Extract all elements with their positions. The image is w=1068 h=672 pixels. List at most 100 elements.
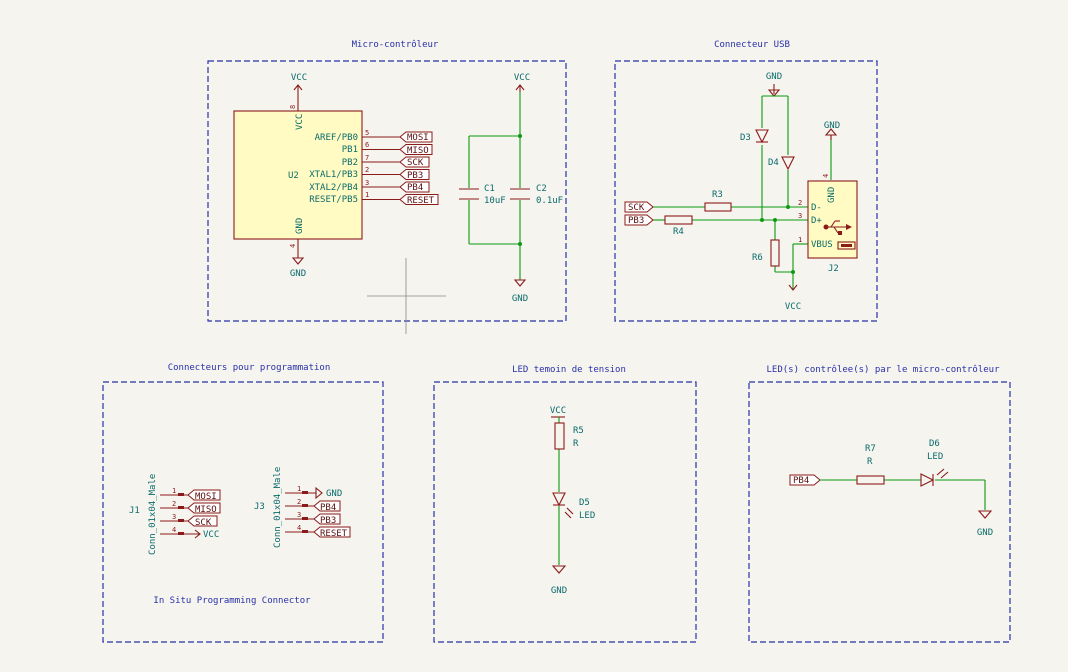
diode-d4[interactable]: D4 bbox=[768, 156, 795, 171]
svg-text:5: 5 bbox=[365, 129, 369, 137]
svg-text:GND: GND bbox=[766, 72, 782, 82]
frame-controlled-leds: LED(s) contrôlee(s) par le micro-contrôl… bbox=[748, 364, 1011, 643]
label-j3-gnd: GND bbox=[326, 489, 342, 499]
label-j3-reset: RESET bbox=[320, 529, 348, 539]
svg-text:GND: GND bbox=[824, 121, 840, 131]
svg-text:XTAL1/PB3: XTAL1/PB3 bbox=[309, 170, 358, 180]
label-led-pb4: PB4 bbox=[793, 476, 809, 486]
vcc-symbol-led: VCC bbox=[550, 406, 566, 418]
svg-text:D+: D+ bbox=[811, 216, 822, 226]
label-miso: MISO bbox=[407, 146, 429, 156]
svg-text:VBUS: VBUS bbox=[811, 240, 833, 250]
svg-text:1: 1 bbox=[798, 236, 802, 244]
svg-text:4: 4 bbox=[172, 526, 176, 534]
label-j3-pb3: PB3 bbox=[320, 516, 336, 526]
svg-text:VCC: VCC bbox=[550, 406, 566, 416]
svg-text:4: 4 bbox=[297, 524, 301, 532]
svg-text:D-: D- bbox=[811, 203, 822, 213]
frame-usb-connector: Connecteur USB bbox=[614, 40, 878, 322]
usb-net-labels: SCK PB3 bbox=[624, 201, 654, 226]
svg-text:R7: R7 bbox=[865, 444, 876, 454]
resistor-r5[interactable]: R5 R bbox=[554, 422, 584, 450]
capacitor-c2[interactable]: C2 0.1uF bbox=[510, 184, 563, 206]
connector-j3[interactable]: J3 Conn_01x04_Male 1 2 3 4 GND PB4 PB3 R… bbox=[254, 467, 351, 548]
svg-text:VCC: VCC bbox=[291, 73, 307, 83]
frame-title-usb: Connecteur USB bbox=[714, 40, 790, 50]
svg-text:GND: GND bbox=[827, 187, 837, 203]
svg-text:R6: R6 bbox=[752, 253, 763, 263]
svg-text:GND: GND bbox=[977, 528, 993, 538]
svg-text:LED: LED bbox=[579, 511, 595, 521]
svg-text:6: 6 bbox=[365, 141, 369, 149]
svg-text:GND: GND bbox=[290, 269, 306, 279]
connector-j1[interactable]: J1 Conn_01x04_Male 1 2 3 4 MOSI MISO SCK… bbox=[129, 474, 221, 555]
frame-programming-connectors: Connecteurs pour programmation bbox=[102, 363, 384, 643]
resistor-r7[interactable]: R7 R bbox=[856, 444, 885, 485]
svg-text:PB1: PB1 bbox=[342, 145, 358, 155]
svg-text:R: R bbox=[867, 457, 873, 467]
label-pb3: PB3 bbox=[407, 171, 423, 181]
frame-power-led: LED temoin de tension bbox=[433, 365, 697, 643]
svg-text:3: 3 bbox=[172, 513, 176, 521]
diode-d3[interactable]: D3 bbox=[740, 129, 769, 144]
svg-text:J1: J1 bbox=[129, 506, 140, 516]
label-j1-vcc: VCC bbox=[203, 530, 219, 540]
vcc-symbol-usb: VCC bbox=[785, 284, 801, 312]
controlled-led-circuit: PB4 bbox=[789, 474, 986, 510]
svg-text:R4: R4 bbox=[673, 227, 684, 237]
svg-text:AREF/PB0: AREF/PB0 bbox=[315, 133, 358, 143]
svg-text:RESET/PB5: RESET/PB5 bbox=[309, 195, 358, 205]
svg-text:1: 1 bbox=[365, 191, 369, 199]
vcc-symbol-u2: VCC bbox=[291, 73, 307, 111]
svg-text:R3: R3 bbox=[712, 190, 723, 200]
frame-title-power-led: LED temoin de tension bbox=[512, 365, 626, 375]
svg-text:2: 2 bbox=[172, 500, 176, 508]
resistor-r4[interactable]: R4 bbox=[664, 215, 693, 237]
svg-text:VCC: VCC bbox=[514, 73, 530, 83]
svg-text:D4: D4 bbox=[768, 158, 779, 168]
usb-connector-j2[interactable]: 4 GND 2 D- 3 D+ 1 VBUS J2 bbox=[798, 174, 858, 274]
svg-text:1: 1 bbox=[297, 485, 301, 493]
svg-text:8: 8 bbox=[289, 105, 297, 109]
gnd-symbol-u2: GND bbox=[290, 239, 306, 279]
capacitor-c1[interactable]: C1 10uF bbox=[459, 184, 506, 206]
svg-text:D6: D6 bbox=[929, 439, 940, 449]
svg-text:C2: C2 bbox=[536, 184, 547, 194]
isp-note: In Situ Programming Connector bbox=[153, 596, 311, 606]
svg-text:0.1uF: 0.1uF bbox=[536, 196, 563, 206]
decoupling-wires bbox=[468, 92, 522, 280]
label-usb-sck: SCK bbox=[628, 203, 645, 213]
svg-text:D5: D5 bbox=[579, 498, 590, 508]
frame-title-microcontroller: Micro-contrôleur bbox=[352, 39, 439, 50]
u2-attiny[interactable]: 8 VCC GND 4 U2 AREF/PB0 PB1 PB2 XTAL1/PB… bbox=[233, 105, 400, 248]
svg-text:7: 7 bbox=[365, 154, 369, 162]
frame-microcontroller: Micro-contrôleur bbox=[207, 39, 567, 322]
label-sck: SCK bbox=[407, 158, 424, 168]
svg-text:R: R bbox=[573, 439, 579, 449]
usb-wires bbox=[653, 95, 832, 290]
svg-text:2: 2 bbox=[297, 498, 301, 506]
svg-text:2: 2 bbox=[798, 199, 802, 207]
label-j1-miso: MISO bbox=[195, 505, 217, 515]
gnd-symbol-controlled-led: GND bbox=[977, 510, 993, 538]
svg-text:4: 4 bbox=[289, 244, 297, 248]
led-d5[interactable]: D5 LED bbox=[552, 492, 595, 521]
svg-text:Conn_01x04_Male: Conn_01x04_Male bbox=[273, 467, 283, 548]
u2-net-labels: MOSI MISO SCK PB3 PB4 RESET bbox=[399, 131, 439, 206]
svg-text:R5: R5 bbox=[573, 426, 584, 436]
led-d6[interactable]: D6 LED bbox=[920, 439, 949, 487]
label-j3-pb4: PB4 bbox=[320, 503, 336, 513]
svg-text:C1: C1 bbox=[484, 184, 495, 194]
resistor-r3[interactable]: R3 bbox=[704, 190, 732, 212]
label-usb-pb3: PB3 bbox=[628, 216, 644, 226]
svg-text:4: 4 bbox=[822, 174, 830, 178]
svg-text:J3: J3 bbox=[254, 502, 265, 512]
frame-title-programming: Connecteurs pour programmation bbox=[168, 363, 331, 373]
label-j1-sck: SCK bbox=[195, 518, 212, 528]
resistor-r6[interactable]: R6 bbox=[752, 239, 780, 267]
svg-text:XTAL2/PB4: XTAL2/PB4 bbox=[309, 183, 358, 193]
svg-text:J2: J2 bbox=[828, 264, 839, 274]
svg-text:3: 3 bbox=[365, 179, 369, 187]
usb-icon bbox=[823, 220, 856, 250]
